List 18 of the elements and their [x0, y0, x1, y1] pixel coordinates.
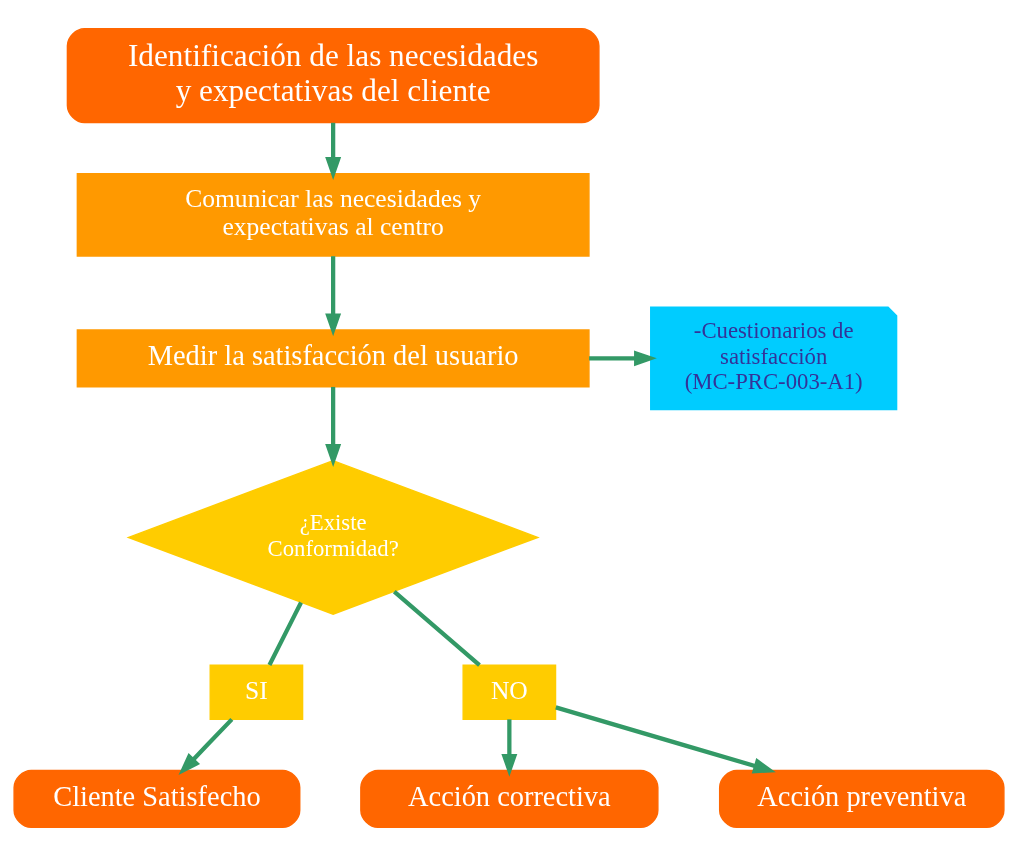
node-box: Comunicar las necesidades y expectativas al centro — [76, 172, 590, 257]
node-box: Acción correctiva — [360, 769, 659, 828]
node-diamond: ¿Existe Conformidad? — [126, 459, 540, 615]
arrow — [589, 349, 657, 366]
node-box: SI — [209, 664, 304, 720]
arrow — [325, 255, 342, 336]
arrow — [178, 717, 234, 775]
node-box: Cliente Satisfecho — [13, 769, 301, 828]
connector — [267, 601, 303, 666]
node-box: Acción preventiva — [718, 769, 1005, 828]
arrow — [325, 122, 342, 180]
node-box: NO — [462, 664, 557, 720]
node-box: Identificación de las necesidades y expectativas del cliente — [66, 27, 600, 123]
arrow — [325, 386, 342, 467]
arrow — [501, 718, 518, 777]
node-box: Medir la satisfacción del usuario — [76, 328, 590, 387]
connector — [392, 589, 481, 667]
arrow — [555, 704, 776, 773]
